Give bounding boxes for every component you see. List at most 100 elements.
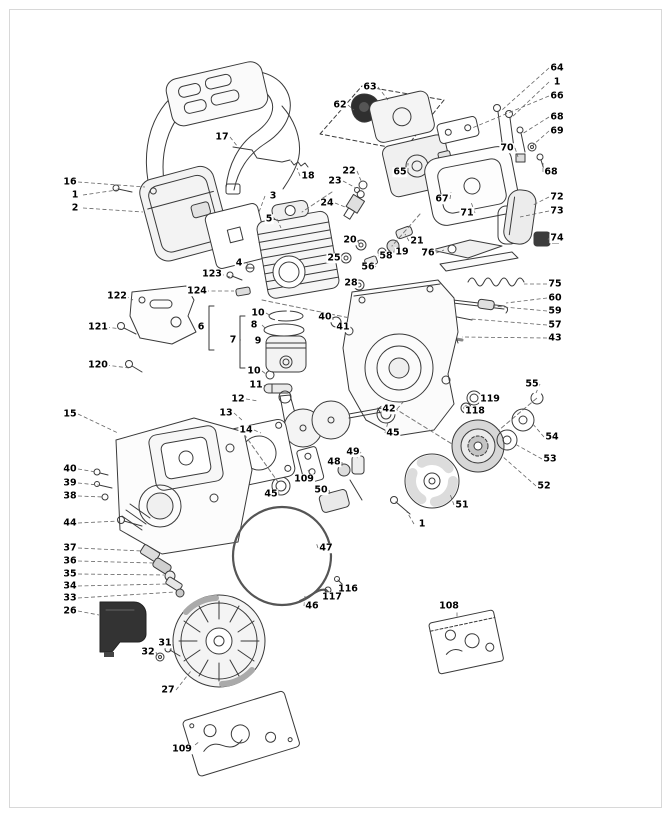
brake-band-plate-illustration <box>117 285 197 373</box>
leader-line-31 <box>170 642 174 650</box>
leader-line-70 <box>514 147 519 158</box>
leader-line-3 <box>258 195 266 213</box>
leader-line-45 <box>384 421 389 434</box>
leader-line-37 <box>77 547 143 552</box>
leader-line-66 <box>471 95 550 129</box>
grip-parts-illustration <box>497 189 559 247</box>
diagram-border <box>9 9 662 808</box>
leader-line-58 <box>377 252 384 257</box>
leader-line-4 <box>246 262 249 268</box>
carburetor-assembly-illustration <box>319 85 520 226</box>
leader-line-45 <box>277 488 280 495</box>
leader-line-24 <box>334 202 346 208</box>
leader-line-46 <box>303 595 306 607</box>
gasket-kit-illustration <box>428 609 504 675</box>
leader-line-44 <box>77 520 121 524</box>
leader-line-1 <box>406 511 415 525</box>
leader-line-55 <box>535 383 541 394</box>
leader-line-22 <box>356 170 363 184</box>
leader-line-1 <box>510 81 550 119</box>
flywheel-illustration <box>155 594 266 688</box>
oil-pump-parts-illustration <box>139 544 185 598</box>
leader-line-109 <box>307 469 313 480</box>
leader-line-8 <box>261 324 267 330</box>
leader-line-20 <box>357 239 360 245</box>
leader-line-109 <box>189 740 201 750</box>
leader-line-72 <box>532 196 550 206</box>
leader-line-69 <box>532 130 550 146</box>
crankcase-half-illustration <box>330 279 459 437</box>
leader-line-1 <box>82 189 118 196</box>
leader-line-74 <box>547 237 550 241</box>
muffler-illustration <box>112 165 230 262</box>
leader-line-38 <box>77 495 104 498</box>
leader-line-68 <box>521 116 550 135</box>
leader-line-32 <box>155 651 158 657</box>
leader-line-53 <box>514 443 543 460</box>
leader-line-122 <box>124 295 134 301</box>
leader-line-41 <box>346 326 352 331</box>
leader-line-10 <box>265 312 272 317</box>
leader-line-36 <box>77 560 154 564</box>
leader-line-17 <box>229 136 239 148</box>
leader-line-59 <box>492 305 548 312</box>
leader-line-28 <box>356 282 360 285</box>
leader-line-71 <box>470 201 476 214</box>
construction-lines <box>243 191 421 483</box>
seals-grommets-illustration <box>340 225 413 291</box>
clutch-drum-illustration <box>393 390 544 473</box>
leader-line-49 <box>356 451 362 459</box>
leader-line-60 <box>505 297 548 304</box>
leader-line-16 <box>77 181 146 188</box>
leader-line-18 <box>296 167 301 177</box>
leader-line-26 <box>77 610 100 616</box>
leader-line-42 <box>396 399 406 410</box>
piston-crankshaft-illustration <box>208 305 396 496</box>
leader-line-63 <box>377 86 389 101</box>
ignition-module-illustration <box>99 601 147 657</box>
leader-line-11 <box>263 384 266 388</box>
leader-line-47 <box>315 541 319 549</box>
leader-line-51 <box>449 493 455 506</box>
leader-line-13 <box>233 412 243 421</box>
spark-plug-illustration <box>343 180 368 220</box>
leader-line-117 <box>323 591 329 598</box>
leader-line-34 <box>77 583 167 587</box>
leader-line-23 <box>342 180 357 189</box>
leader-line-12 <box>245 398 259 402</box>
leader-line-123 <box>219 273 231 278</box>
leader-line-5 <box>276 218 282 229</box>
leader-line-35 <box>77 573 165 576</box>
leader-line-116 <box>339 582 342 590</box>
leader-line-9 <box>265 340 268 345</box>
leader-line-62 <box>347 104 355 111</box>
leader-line-54 <box>531 422 545 438</box>
leader-line-27 <box>175 670 192 691</box>
leader-line-73 <box>519 210 550 218</box>
leader-line-67 <box>449 191 452 200</box>
leader-line-50 <box>328 489 331 496</box>
throttle-rod-illustration <box>232 146 309 168</box>
leader-line-118 <box>466 407 471 412</box>
leader-line-21 <box>404 233 410 242</box>
leader-line-10 <box>261 370 267 375</box>
crankcase-gasket-illustration <box>182 690 300 777</box>
leader-line-43 <box>461 336 548 339</box>
leader-line-15 <box>77 413 119 434</box>
leader-line-52 <box>501 455 537 487</box>
leader-line-2 <box>82 207 144 213</box>
engine-housing-illustration <box>115 417 253 555</box>
leader-line-14 <box>253 429 262 434</box>
leader-line-64 <box>501 67 550 111</box>
leader-line-40 <box>77 468 97 473</box>
clutch-illustration <box>404 453 460 509</box>
leader-line-76 <box>435 249 445 254</box>
leader-line-121 <box>105 326 122 330</box>
leader-line-19 <box>393 246 396 253</box>
leader-line-57 <box>470 318 548 326</box>
leader-line-39 <box>77 482 99 486</box>
housing-screws-illustration <box>93 468 143 527</box>
